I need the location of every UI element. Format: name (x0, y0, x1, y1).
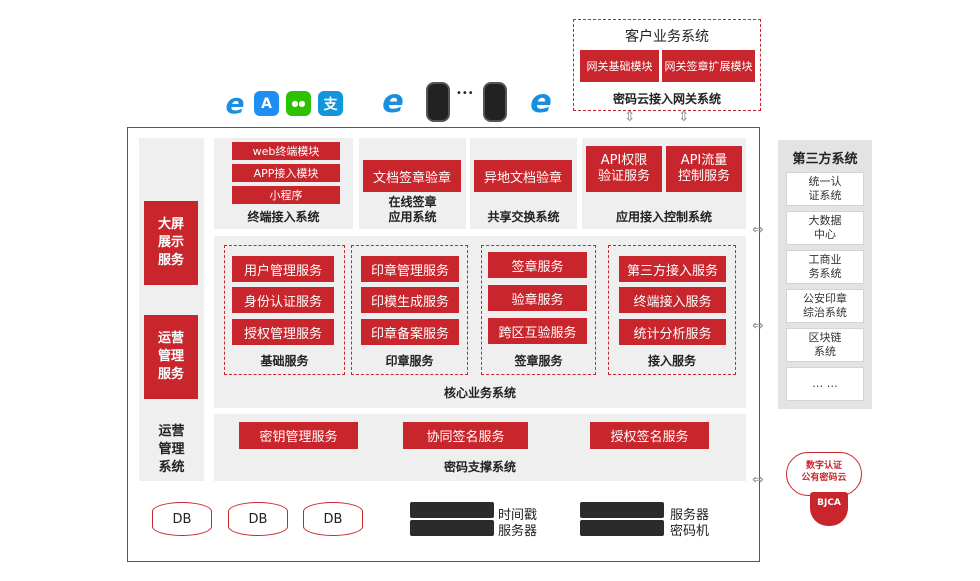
cipher-machine-icon (580, 520, 664, 536)
cloud-icon (786, 452, 862, 496)
leftright-arrow-icon: ⇔ (752, 318, 764, 334)
timestamp-server-icon (410, 502, 494, 518)
crypto-support-title: 密码支撑系统 (443, 460, 516, 474)
database-icon: DB (152, 502, 212, 536)
web-terminal-module: web终端模块 (232, 142, 340, 160)
ie-browser-icon: e (530, 82, 552, 120)
basic-services-group (224, 245, 345, 375)
seal-management-service: 印章管理服务 (361, 256, 459, 282)
big-data-center: 大数据 中心 (786, 211, 864, 245)
database-icon: DB (228, 502, 288, 536)
verify-service: 验章服务 (488, 285, 587, 311)
key-management-service: 密钥管理服务 (239, 422, 358, 449)
database-icon: DB (303, 502, 363, 536)
timestamp-server-label: 时间戳 服务器 (498, 508, 538, 539)
ie-browser-icon: e (382, 82, 404, 120)
ops-management-system-label: 运营 管理 系统 (158, 424, 185, 475)
third-party-access-service: 第三方接入服务 (619, 256, 726, 282)
authorized-sign-service: 授权签名服务 (590, 422, 709, 449)
bjca-logo-text: BJCA (817, 498, 841, 508)
statistics-service: 统计分析服务 (619, 319, 726, 345)
business-system: 工商业 务系统 (786, 250, 864, 284)
cipher-machine-icon (580, 502, 664, 518)
smart-device-icon (483, 82, 507, 122)
app-access-control-title: 应用接入控制系统 (615, 210, 712, 224)
leftright-arrow-icon: ⇔ (752, 472, 764, 488)
app-store-icon: A (254, 91, 279, 116)
ops-management-service: 运营 管理 服务 (144, 315, 198, 399)
doc-sign-verify: 文档签章验章 (363, 160, 461, 192)
signing-service: 签章服务 (488, 252, 587, 278)
access-services-group (608, 245, 736, 375)
api-auth-service: API权限 验证服务 (586, 146, 662, 192)
cipher-machine-label: 服务器 密码机 (670, 508, 710, 539)
blockchain-system: 区块链 系统 (786, 328, 864, 362)
access-services-title: 接入服务 (647, 354, 696, 368)
core-business-title: 核心业务系统 (443, 386, 516, 400)
updown-arrow-icon: ⇕ (678, 109, 690, 125)
terminal-access-title: 终端接入系统 (247, 210, 320, 224)
gateway-system-label: 密码云接入网关系统 (612, 92, 721, 106)
smart-device-icon (426, 82, 450, 122)
leftright-arrow-icon: ⇔ (752, 222, 764, 238)
public-crypto-cloud-label: 数字认证 公有密码云 (801, 461, 847, 483)
alipay-icon: 支 (318, 91, 343, 116)
user-management-service: 用户管理服务 (232, 256, 334, 282)
timestamp-server-icon (410, 520, 494, 536)
terminal-access-service: 终端接入服务 (619, 287, 726, 313)
customer-system-box (573, 19, 761, 111)
signing-services-group (481, 245, 596, 375)
basic-services-title: 基础服务 (260, 354, 309, 368)
collaborative-sign-service: 协同签名服务 (403, 422, 528, 449)
big-screen-service: 大屏 展示 服务 (144, 201, 198, 285)
seal-services-title: 印章服务 (385, 354, 434, 368)
updown-arrow-icon: ⇕ (624, 109, 636, 125)
customer-system-title: 客户业务系统 (625, 29, 709, 45)
app-access-module: APP接入模块 (232, 164, 340, 182)
ellipsis-icon: ••• (456, 88, 474, 99)
gateway-basic-module: 网关基础模块 (580, 50, 659, 82)
seal-mold-service: 印模生成服务 (361, 287, 459, 313)
authorization-service: 授权管理服务 (232, 319, 334, 345)
wechat-icon: ●● (286, 91, 311, 116)
remote-doc-verify: 异地文档验章 (474, 160, 572, 192)
third-party-title: 第三方系统 (792, 152, 858, 167)
more-systems: … … (786, 367, 864, 401)
main-platform-frame (127, 127, 760, 562)
bjca-shield-icon (810, 492, 848, 526)
signing-services-title: 签章服务 (514, 354, 563, 368)
identity-auth-service: 身份认证服务 (232, 287, 334, 313)
police-seal-system: 公安印章 综治系统 (786, 289, 864, 323)
ie-browser-icon: e (225, 86, 245, 120)
mini-program-module: 小程序 (232, 186, 340, 204)
seal-filing-service: 印章备案服务 (361, 319, 459, 345)
left-column-panel (139, 138, 204, 481)
seal-services-group (351, 245, 468, 375)
gateway-sign-module: 网关签章扩展模块 (662, 50, 755, 82)
online-signing-title: 在线签章 应用系统 (388, 195, 437, 224)
cross-region-verify-service: 跨区互验服务 (488, 318, 587, 344)
api-flow-service: API流量 控制服务 (666, 146, 742, 192)
shared-exchange-title: 共享交换系统 (487, 210, 560, 224)
unified-auth-system: 统一认 证系统 (786, 172, 864, 206)
